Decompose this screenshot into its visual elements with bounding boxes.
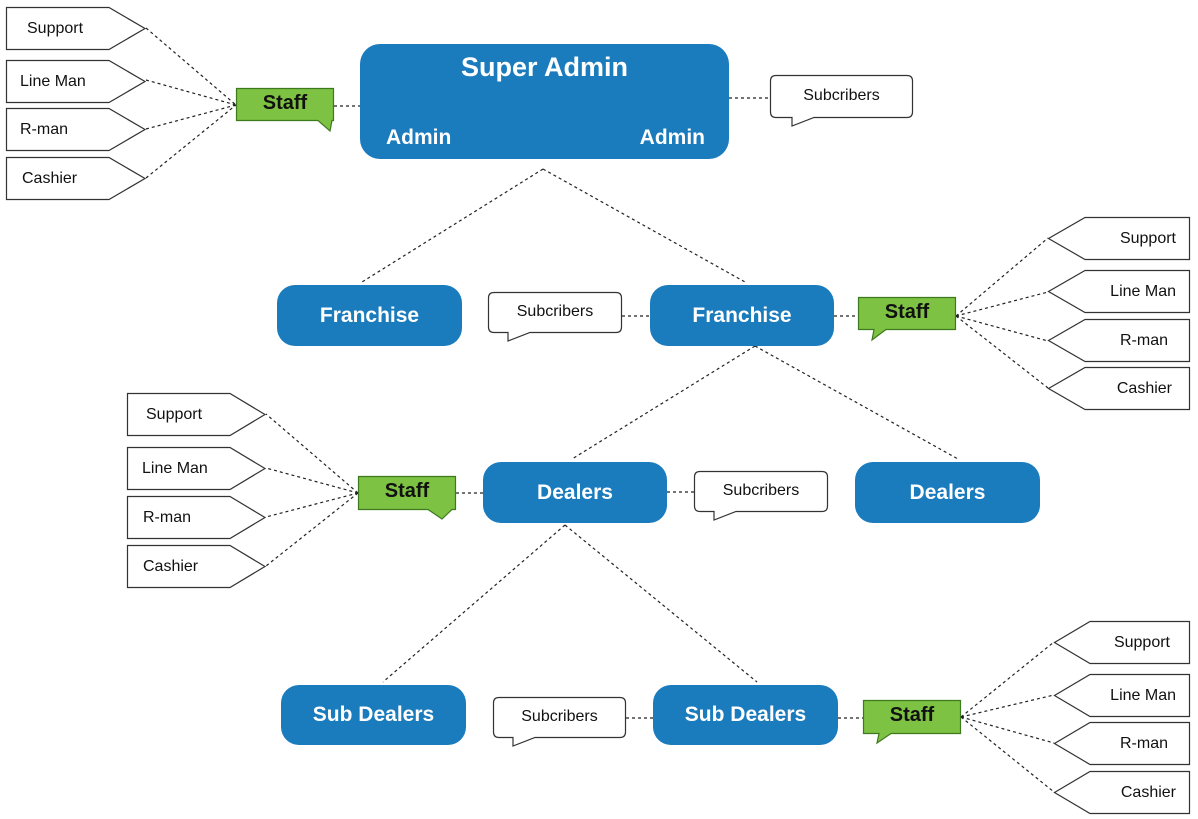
connector-line xyxy=(564,524,758,683)
role-tag-line-man[interactable]: Line Man xyxy=(5,59,147,104)
role-tag-support[interactable]: Support xyxy=(5,6,147,51)
staff-label: Staff xyxy=(384,480,430,502)
role-label: R-man xyxy=(20,120,69,138)
subscribers-label: Subcribers xyxy=(803,87,880,104)
subscribers-label: Subcribers xyxy=(516,303,594,320)
staff-label: Staff xyxy=(884,301,930,323)
connector-line xyxy=(955,315,1049,389)
role-tag-support[interactable]: Support xyxy=(126,392,267,437)
role-tag-line-man[interactable]: Line Man xyxy=(1053,673,1191,718)
role-label: Line Man xyxy=(20,72,86,90)
staff-bubble-franchise[interactable]: Staff xyxy=(857,296,957,342)
role-tag-r-man[interactable]: R-man xyxy=(5,107,147,152)
staff-bubble-top[interactable]: Staff xyxy=(235,87,335,133)
staff-bubble-sub-dealers[interactable]: Staff xyxy=(862,699,962,745)
dealers-left-node[interactable]: Dealers xyxy=(483,462,667,523)
role-label: Line Man xyxy=(142,459,208,477)
role-label: Line Man xyxy=(1110,282,1176,300)
sub-dealers-right-node[interactable]: Sub Dealers xyxy=(653,685,838,745)
connector-line xyxy=(960,694,1055,718)
subscribers-bubble-sub-dealers[interactable]: Subcribers xyxy=(492,696,627,747)
connector-line xyxy=(145,79,237,106)
role-label: R-man xyxy=(1119,331,1168,349)
role-tag-r-man[interactable]: R-man xyxy=(1053,721,1191,766)
connector-line xyxy=(955,315,1049,342)
staff-label: Staff xyxy=(262,92,308,114)
connector-line xyxy=(960,641,1055,718)
franchise-left-node[interactable]: Franchise xyxy=(277,285,462,346)
connector-line xyxy=(960,716,1055,744)
role-label: Support xyxy=(1119,229,1176,247)
connector-line xyxy=(145,27,237,106)
role-tag-line-man[interactable]: Line Man xyxy=(1047,269,1191,314)
connector-line xyxy=(145,104,237,179)
admin-left-label: Admin xyxy=(386,126,452,149)
connector-line xyxy=(542,168,746,283)
role-tag-support[interactable]: Support xyxy=(1053,620,1191,665)
connector-line xyxy=(265,492,359,567)
role-tag-cashier[interactable]: Cashier xyxy=(1047,366,1191,411)
role-label: R-man xyxy=(143,508,192,526)
role-label: Cashier xyxy=(1116,379,1172,397)
connector-line xyxy=(960,716,1055,793)
subscribers-label: Subcribers xyxy=(722,482,800,499)
staff-bubble-dealers[interactable]: Staff xyxy=(357,475,457,520)
subscribers-label: Subcribers xyxy=(521,708,598,725)
role-tag-cashier[interactable]: Cashier xyxy=(5,156,147,201)
role-tag-cashier[interactable]: Cashier xyxy=(126,544,267,589)
role-label: R-man xyxy=(1119,734,1168,752)
dealers-right-node[interactable]: Dealers xyxy=(855,462,1040,523)
role-tag-r-man[interactable]: R-man xyxy=(1047,318,1191,363)
role-tag-support[interactable]: Support xyxy=(1047,216,1191,261)
role-label: Line Man xyxy=(1110,686,1176,704)
connector-line xyxy=(145,104,237,130)
connector-line xyxy=(754,345,959,460)
role-label: Support xyxy=(146,405,203,423)
role-label: Cashier xyxy=(143,557,199,575)
super-admin-title: Super Admin xyxy=(460,52,628,82)
connector-line xyxy=(571,345,756,460)
franchise-right-node[interactable]: Franchise xyxy=(650,285,834,346)
connector-line xyxy=(265,492,359,518)
connector-line xyxy=(955,291,1049,317)
subscribers-bubble-top[interactable]: Subcribers xyxy=(769,74,914,127)
role-label: Support xyxy=(27,19,84,37)
connector-line xyxy=(955,237,1049,317)
sub-dealers-left-node[interactable]: Sub Dealers xyxy=(281,685,466,745)
super-admin-node[interactable]: Super Admin Admin Admin xyxy=(360,44,729,159)
connector-line xyxy=(361,168,544,283)
role-label: Support xyxy=(1113,633,1170,651)
subscribers-bubble-franchise[interactable]: Subcribers xyxy=(487,291,623,342)
role-tag-r-man[interactable]: R-man xyxy=(126,495,267,540)
role-label: Cashier xyxy=(1120,783,1176,801)
admin-right-label: Admin xyxy=(639,126,705,149)
subscribers-bubble-dealers[interactable]: Subcribers xyxy=(693,470,829,521)
connector-line xyxy=(265,413,359,494)
role-label: Cashier xyxy=(22,169,78,187)
role-tag-line-man[interactable]: Line Man xyxy=(126,446,267,491)
staff-label: Staff xyxy=(889,704,935,726)
connector-line xyxy=(382,524,566,683)
connector-line xyxy=(265,467,359,494)
role-tag-cashier[interactable]: Cashier xyxy=(1053,770,1191,815)
